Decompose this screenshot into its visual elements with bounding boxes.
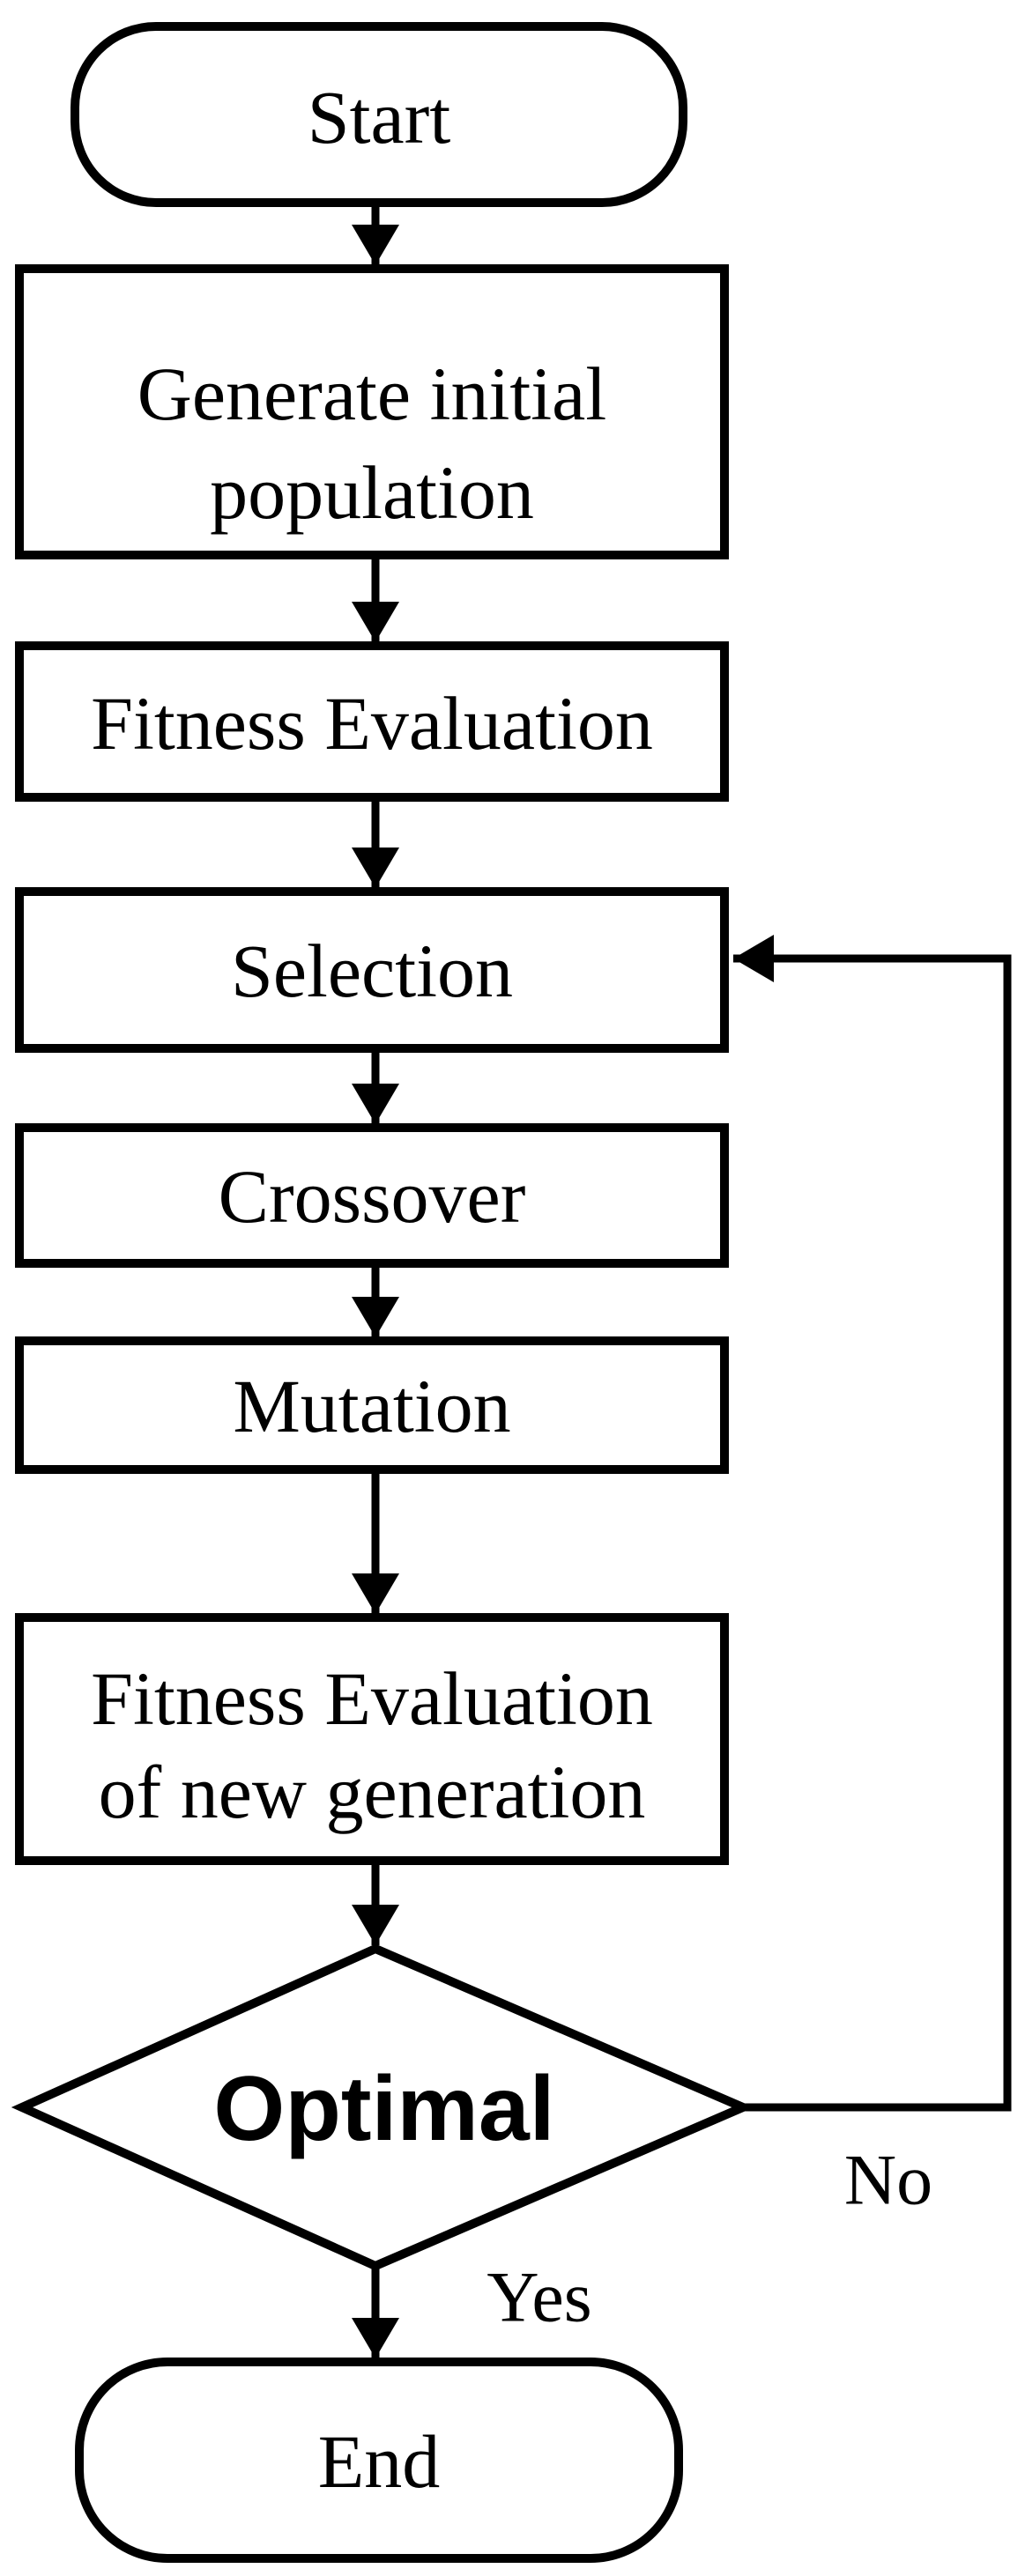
fitness-new-generation-label-line1: Fitness Evaluation [91,1656,653,1741]
fitness-new-generation-node: Fitness Evaluation of new generation [15,1613,729,1865]
generate-population-shape [15,264,729,559]
edge-label-no: No [844,2140,932,2220]
optimal-decision-label: Optimal [213,2058,554,2160]
selection-node: Selection [15,887,729,1053]
mutation-shape [15,1336,729,1474]
start-node: Start [71,22,687,207]
arrow-no-loop-to-selection [733,935,1012,2112]
end-node: End [75,2358,683,2563]
fitness-evaluation-node: Fitness Evaluation [15,641,729,802]
fitness-evaluation-shape [15,641,729,802]
fitness-new-generation-label-line2: of new generation [99,1750,646,1834]
generate-population-label-line2: population [210,450,534,535]
crossover-node: Crossover [15,1123,729,1268]
end-shape [75,2358,683,2563]
generate-population-label-line1: Generate initial [137,352,606,436]
selection-label: Selection [231,929,513,1013]
generate-population-node: Generate initial population [15,264,729,559]
crossover-label: Crossover [219,1154,526,1239]
start-shape [71,22,687,207]
end-label: End [318,2419,441,2504]
crossover-shape [15,1123,729,1268]
fitness-evaluation-label: Fitness Evaluation [91,681,653,766]
start-label: Start [308,75,451,159]
mutation-node: Mutation [15,1336,729,1474]
selection-shape [15,887,729,1053]
optimal-decision-node: Optimal [11,1943,754,2271]
edge-label-yes: Yes [487,2257,591,2337]
optimal-decision-shape [11,1943,754,2271]
fitness-new-generation-shape [15,1613,729,1865]
mutation-label: Mutation [233,1364,510,1448]
